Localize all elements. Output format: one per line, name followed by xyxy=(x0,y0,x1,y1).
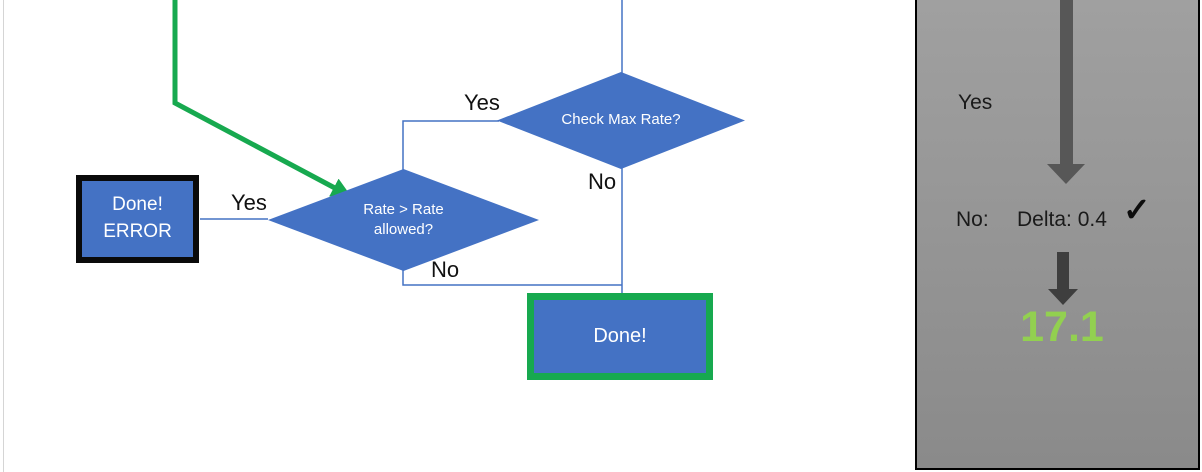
panel-yes-label: Yes xyxy=(958,91,993,114)
node-done-error-line1: Done! xyxy=(112,194,163,216)
small-down-arrow-icon xyxy=(1057,252,1069,290)
down-arrow-icon xyxy=(1060,0,1073,165)
slide-edge-line xyxy=(3,0,4,472)
node-done-error: Done! ERROR xyxy=(76,175,199,263)
edge-label-rate-yes: Yes xyxy=(231,190,267,215)
decision-check-max-rate-label: Check Max Rate? xyxy=(561,111,681,129)
node-done-error-line2: ERROR xyxy=(103,221,172,242)
edge-label-checkmax-yes: Yes xyxy=(464,90,500,115)
down-arrow-icon-head xyxy=(1047,164,1085,184)
decision-rate-allowed-label: Rate > Rate allowed? xyxy=(363,200,444,238)
connector-checkmax-yes xyxy=(402,120,499,170)
connector-rate-no xyxy=(402,269,622,286)
panel-no-label: No: xyxy=(956,208,989,231)
node-done: Done! xyxy=(527,293,713,380)
side-panel: Yes No: Delta: 0.4 ✓ 17.1 xyxy=(915,0,1200,470)
edge-label-rate-no: No xyxy=(431,257,460,282)
checkmark-icon: ✓ xyxy=(1123,191,1151,228)
green-flow-arrow xyxy=(172,0,352,198)
small-down-arrow-icon-head xyxy=(1048,289,1078,305)
panel-result-value: 17.1 xyxy=(1020,303,1104,351)
panel-delta-value: Delta: 0.4 xyxy=(1017,208,1107,231)
node-done-label: Done! xyxy=(593,325,647,347)
edge-label-checkmax-no: No xyxy=(588,169,617,194)
